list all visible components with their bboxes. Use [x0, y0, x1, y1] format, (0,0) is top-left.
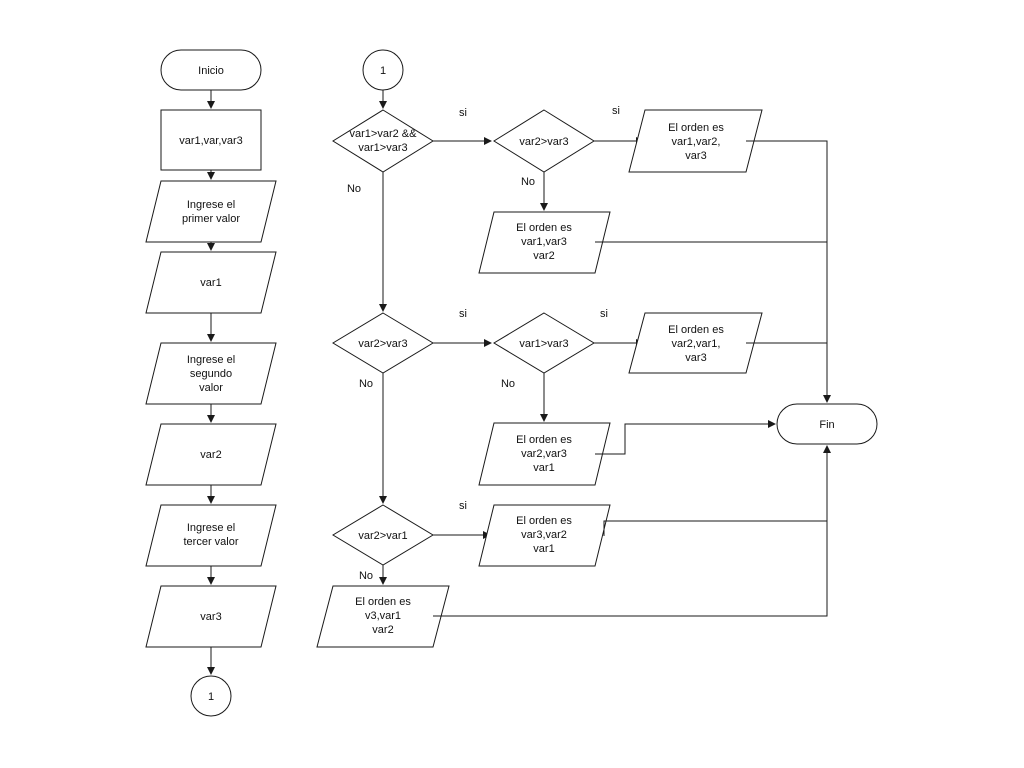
declare-variables-process: var1,var,var3 — [160, 109, 262, 171]
no-label-decision1: No — [347, 183, 361, 195]
start-label: Inicio — [198, 65, 224, 77]
decision-var2-gt-var3-top-label: var2>var3 — [519, 136, 568, 148]
output-1-3-2-line2: var1,var3 — [521, 236, 567, 248]
output-1-3-2-line3: var2 — [533, 250, 554, 262]
off-page-connector-right: 1 — [362, 49, 404, 91]
read-var1-io: var1 — [145, 251, 277, 314]
connector-2-3-1-to-fin — [595, 420, 776, 455]
decision-var2-gt-var1-label: var2>var1 — [358, 530, 407, 542]
output-order-v3-var1-var2: El orden es v3,var1 var2 — [316, 585, 450, 648]
output-1-2-3-line1: El orden es — [668, 122, 724, 134]
read-var1-label: var1 — [200, 277, 221, 289]
yes-label-decision2: si — [459, 308, 467, 320]
decision-var2-gt-var3-middle: var2>var3 — [332, 312, 434, 374]
connector-3-2-1-to-fin — [603, 445, 831, 536]
no-label-decision3: No — [359, 570, 373, 582]
output-order-var2-var3-var1: El orden es var2,var3 var1 — [478, 422, 611, 486]
connector-v3-1-2-to-fin — [433, 521, 828, 617]
read-var3-label: var3 — [200, 611, 221, 623]
yes-label-decision3: si — [459, 500, 467, 512]
prompt-second-value-line2: segundo — [190, 368, 232, 380]
decision-var2-gt-var3-middle-label: var2>var3 — [358, 338, 407, 350]
connector-left-label: 1 — [208, 691, 214, 703]
no-label-decision2a: No — [501, 378, 515, 390]
output-order-var2-var1-var3: El orden es var2,var1, var3 — [628, 312, 763, 374]
decision-var1-greatest: var1>var2 && var1>var3 — [332, 109, 434, 173]
output-order-var1-var3-var2: El orden es var1,var3 var2 — [478, 211, 611, 274]
decision-var2-gt-var1: var2>var1 — [332, 504, 434, 566]
connector-to-fin-from-top — [746, 140, 831, 403]
decision-var1-greatest-line2: var1>var3 — [358, 142, 407, 154]
declare-variables-label: var1,var,var3 — [179, 135, 243, 147]
output-1-2-3-line2: var1,var2, — [672, 136, 721, 148]
output-order-var1-var2-var3: El orden es var1,var2, var3 — [628, 109, 763, 173]
output-2-1-3-line2: var2,var1, — [672, 338, 721, 350]
output-1-2-3-line3: var3 — [685, 150, 706, 162]
output-v3-1-2-line3: var2 — [372, 624, 393, 636]
output-3-2-1-line1: El orden es — [516, 515, 572, 527]
output-2-3-1-line3: var1 — [533, 462, 554, 474]
decision-var1-greatest-line1: var1>var2 && — [350, 128, 418, 140]
prompt-third-value-line2: tercer valor — [183, 536, 238, 548]
output-3-2-1-line3: var1 — [533, 543, 554, 555]
output-2-1-3-line3: var3 — [685, 352, 706, 364]
left-column: Inicio var1,var,var3 Ingrese el primer v… — [145, 49, 277, 717]
output-2-1-3-line1: El orden es — [668, 324, 724, 336]
yes-label-decision2a: si — [600, 308, 608, 320]
right-flow: 1 var1>var2 && var1>var3 si No var2>var3… — [316, 49, 878, 648]
read-var2-io: var2 — [145, 423, 277, 486]
no-label-decision1a: No — [521, 176, 535, 188]
yes-label-decision1a: si — [612, 105, 620, 117]
connector-right-label: 1 — [380, 65, 386, 77]
prompt-first-value-io: Ingrese el primer valor — [145, 180, 277, 243]
decision-var1-gt-var3: var1>var3 — [493, 312, 595, 374]
prompt-second-value-line1: Ingrese el — [187, 354, 235, 366]
output-v3-1-2-line2: v3,var1 — [365, 610, 401, 622]
end-terminator: Fin — [776, 403, 878, 445]
prompt-second-value-line3: valor — [199, 382, 223, 394]
read-var2-label: var2 — [200, 449, 221, 461]
end-label: Fin — [819, 419, 834, 431]
output-3-2-1-line2: var3,var2 — [521, 529, 567, 541]
output-2-3-1-line2: var2,var3 — [521, 448, 567, 460]
prompt-third-value-io: Ingrese el tercer valor — [145, 504, 277, 567]
output-1-3-2-line1: El orden es — [516, 222, 572, 234]
prompt-third-value-line1: Ingrese el — [187, 522, 235, 534]
output-v3-1-2-line1: El orden es — [355, 596, 411, 608]
output-2-3-1-line1: El orden es — [516, 434, 572, 446]
read-var3-io: var3 — [145, 585, 277, 648]
no-label-decision2: No — [359, 378, 373, 390]
prompt-first-value-line2: primer valor — [182, 213, 240, 225]
decision-var2-gt-var3-top: var2>var3 — [493, 109, 595, 173]
start-terminator: Inicio — [160, 49, 262, 91]
off-page-connector-left: 1 — [190, 675, 232, 717]
yes-label-decision1: si — [459, 107, 467, 119]
output-order-var3-var2-var1: El orden es var3,var2 var1 — [478, 504, 611, 567]
prompt-first-value-line1: Ingrese el — [187, 199, 235, 211]
decision-var1-gt-var3-label: var1>var3 — [519, 338, 568, 350]
prompt-second-value-io: Ingrese el segundo valor — [145, 342, 277, 405]
